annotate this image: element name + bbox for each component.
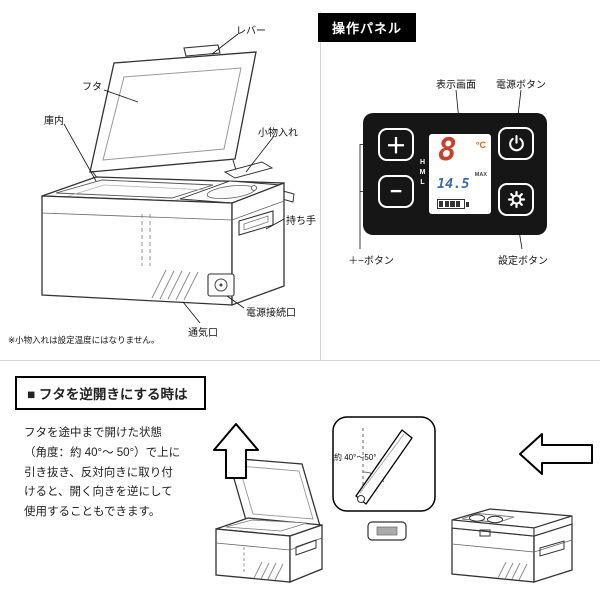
- level-h: H: [419, 159, 426, 166]
- battery-icon: [437, 199, 469, 209]
- cup-holder-shape: [487, 515, 503, 524]
- level-indicator: H M L: [417, 159, 428, 186]
- label-accessory-case: 小物入れ: [258, 128, 298, 139]
- body-shape: [41, 182, 285, 306]
- reversed-lid-illustration: [451, 433, 593, 583]
- callout-power: 電源ボタン: [496, 80, 546, 91]
- callout-leader-lines: [63, 33, 285, 324]
- vent-hatch: [497, 561, 528, 581]
- up-arrow-icon: [213, 423, 259, 479]
- label-lid: フタ: [82, 82, 102, 93]
- reverse-lid-instructions: フタを途中まで開けた状態 （角度：約 40°〜 50°）で上に 引き抜き、反対向…: [24, 427, 181, 519]
- label-power-inlet: 電源接続口: [246, 308, 296, 319]
- voltage-readout: 14.5: [437, 176, 470, 192]
- label-interior: 庫内: [44, 116, 64, 127]
- power-button: [498, 127, 534, 160]
- temperature-readout: 8: [438, 132, 457, 168]
- vertical-divider: [320, 12, 321, 360]
- label-lever: レバー: [236, 26, 266, 37]
- setting-button: [498, 183, 534, 216]
- plus-label: ＋: [385, 134, 407, 158]
- power-icon: [508, 134, 524, 152]
- power-inlet-shape: [207, 273, 235, 297]
- lid-removal-illustration: [213, 423, 323, 583]
- vent-hatch: [253, 561, 284, 581]
- control-panel-title: 操作パネル: [318, 13, 417, 42]
- gear-icon: [507, 190, 525, 209]
- minus-label: −: [389, 179, 403, 203]
- minus-button: −: [378, 175, 414, 208]
- callout-display: 表示画面: [436, 80, 476, 91]
- level-l: L: [420, 179, 425, 186]
- label-vent: 通気口: [188, 328, 218, 339]
- callout-plus-minus: ＋−ボタン: [348, 256, 394, 267]
- label-handle: 持ち手: [286, 216, 316, 227]
- angle-detail-illustration: [332, 416, 436, 541]
- vent-shape: [151, 269, 199, 301]
- reverse-lid-section-title: ■ フタを逆開きにする時は: [15, 376, 206, 410]
- callout-setting: 設定ボタン: [498, 256, 548, 267]
- max-indicator: MAX: [474, 172, 487, 178]
- left-arrow-icon: [519, 433, 593, 475]
- temperature-unit: °C: [475, 140, 486, 150]
- horizontal-divider: [0, 360, 600, 361]
- panel-display-screen: 8 °C MAX 14.5: [429, 132, 491, 214]
- angle-note: 約 40°〜50°: [334, 453, 377, 462]
- level-m: M: [419, 169, 426, 176]
- cup-holder-shape: [469, 514, 485, 522]
- cooler-product-illustration: [41, 33, 295, 324]
- plus-button: ＋: [378, 128, 414, 161]
- lid-shape: [89, 44, 257, 180]
- accessory-case-footnote: ※小物入れは設定温度にはなりません。: [8, 335, 160, 345]
